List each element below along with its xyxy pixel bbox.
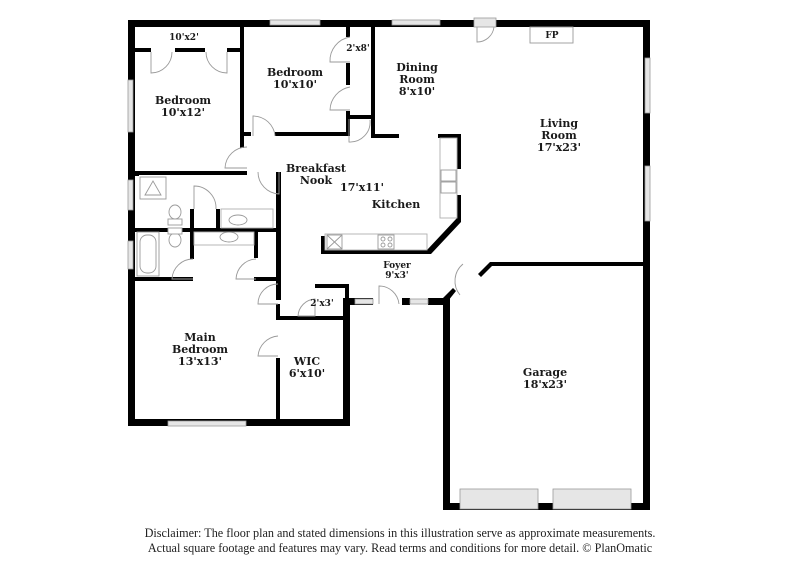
windows [127, 19, 651, 510]
fireplace-label: FP [545, 31, 559, 41]
disclaimer: Disclaimer: The floor plan and stated di… [0, 526, 800, 556]
disclaimer-line-2: Actual square footage and features may v… [147, 541, 653, 555]
bedroom2-label: Bedroom 10'x12' [154, 94, 212, 119]
doors [150, 17, 497, 357]
disclaimer-line-1: Disclaimer: The floor plan and stated di… [144, 526, 656, 540]
closet-hall-label: 2'x3' [310, 299, 334, 309]
breakfast-nook-dims: 17'x11' [340, 181, 384, 194]
living-room-label: Living Room 17'x23' [537, 117, 581, 154]
garage-label: Garage 18'x23' [522, 366, 568, 391]
foyer-label: Foyer 9'x3' [383, 261, 411, 281]
closet-bedroom3-label: 2'x8' [346, 44, 370, 54]
bedroom3-label: Bedroom 10'x10' [266, 66, 324, 91]
interior-walls [135, 20, 461, 424]
kitchen-label: Kitchen [371, 198, 421, 211]
breakfast-nook-label: Breakfast Nook [286, 162, 346, 187]
closet-bedroom2-label: 10'x2' [169, 33, 199, 43]
main-bedroom-label: Main Bedroom 13'x13' [171, 331, 229, 368]
wic-label: WIC 6'x10' [288, 355, 326, 380]
dining-room-label: Dining Room 8'x10' [396, 61, 438, 98]
floor-plan [127, 17, 651, 510]
fixtures [136, 26, 574, 277]
